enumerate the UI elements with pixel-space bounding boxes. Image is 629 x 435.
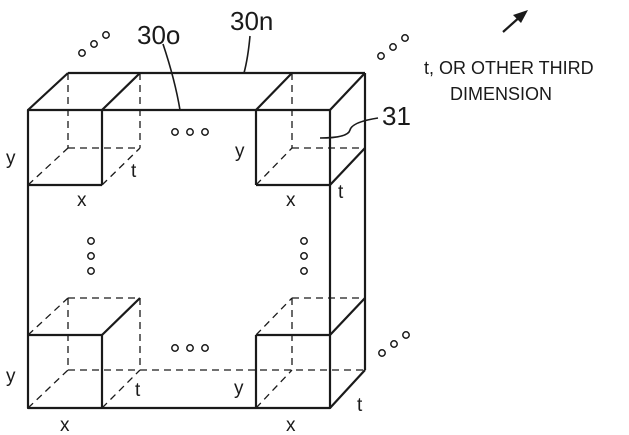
dimension-labels: y x t y x t y t x y x t — [6, 141, 363, 435]
ellipsis-left-middle — [87, 237, 95, 275]
dim-x-bottom-right: x — [286, 415, 296, 435]
dim-x-top-left: x — [77, 190, 87, 211]
cell-bottom-left — [27, 297, 365, 409]
dim-x-top-right: x — [286, 190, 296, 211]
ellipsis-upper-left-diagonal — [78, 31, 110, 57]
dim-y-bottom-left: y — [6, 366, 16, 387]
dim-x-bottom-left: x — [60, 415, 70, 435]
dim-t-bottom-left: t — [135, 380, 141, 401]
label-31: 31 — [382, 101, 411, 131]
label-30n: 30n — [230, 6, 273, 36]
outer-block-outline — [26, 71, 367, 410]
ellipsis-right-middle — [300, 237, 308, 275]
direction-caption-line1: t, OR OTHER THIRD — [424, 58, 594, 78]
cell-top-left — [27, 72, 141, 187]
leader-31 — [319, 117, 379, 139]
dim-t-top-left: t — [131, 161, 137, 182]
ellipsis-top-center — [171, 128, 209, 136]
direction-caption-line2: DIMENSION — [450, 84, 552, 104]
dim-y-top-right: y — [235, 141, 245, 162]
ellipsis-upper-right-diagonal — [377, 34, 409, 60]
dim-t-top-right: t — [338, 182, 344, 203]
ellipsis-bottom-center — [171, 344, 209, 352]
leader-30o — [162, 43, 181, 111]
leader-30n — [243, 35, 251, 74]
cell-top-right — [254, 72, 366, 187]
cell-bottom-right — [254, 297, 366, 409]
direction-arrow — [502, 10, 528, 33]
dim-y-bottom-right: y — [234, 378, 244, 399]
dim-y-top-left: y — [6, 148, 16, 169]
label-30o: 30o — [137, 20, 180, 50]
dim-t-bottom-right: t — [357, 395, 363, 416]
ellipsis-lower-right-diagonal — [378, 331, 410, 357]
